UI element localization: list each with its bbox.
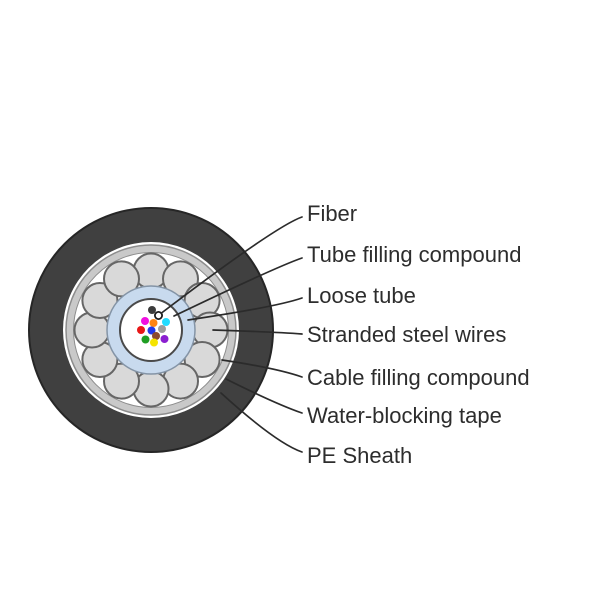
leader-line-fiber bbox=[160, 216, 303, 314]
fiber-dot-slate bbox=[158, 325, 166, 333]
label-tube-filling-compound: Tube filling compound bbox=[307, 242, 521, 267]
fiber-dot-black bbox=[148, 306, 156, 314]
label-water-blocking-tape: Water-blocking tape bbox=[307, 403, 502, 428]
leader-line-tube-filling-compound bbox=[173, 257, 303, 317]
fiber-dot-white bbox=[153, 310, 163, 320]
fiber-dot-aqua bbox=[162, 318, 170, 326]
label-pe-sheath: PE Sheath bbox=[307, 443, 412, 468]
steel-wires-group bbox=[73, 252, 229, 408]
leader-line-loose-tube bbox=[187, 297, 303, 321]
cable-cross-section bbox=[28, 207, 274, 453]
fiber-dot-rose bbox=[141, 317, 149, 325]
fiber-dot-orange bbox=[149, 319, 158, 327]
label-loose-tube: Loose tube bbox=[307, 283, 416, 308]
fiber-dot-yellow bbox=[150, 338, 158, 347]
leader-lines-group bbox=[160, 216, 303, 453]
leader-line-water-blocking-tape bbox=[225, 378, 303, 414]
leader-line-cable-filling-compound bbox=[221, 359, 303, 378]
labels-group: Fiber Tube filling compound Loose tube S… bbox=[307, 201, 530, 468]
fibers-group bbox=[137, 306, 170, 347]
leader-line-stranded-steel-wires bbox=[212, 329, 303, 335]
leader-line-pe-sheath bbox=[220, 392, 303, 453]
fiber-dot-brown bbox=[152, 332, 160, 340]
fiber-dot-violet bbox=[160, 335, 169, 343]
fiber-dot-green bbox=[141, 335, 150, 344]
label-fiber: Fiber bbox=[307, 201, 357, 226]
fiber-dot-red bbox=[137, 326, 145, 334]
fiber-dot-blue bbox=[147, 326, 156, 335]
label-cable-filling-compound: Cable filling compound bbox=[307, 365, 530, 390]
label-stranded-steel-wires: Stranded steel wires bbox=[307, 322, 506, 347]
